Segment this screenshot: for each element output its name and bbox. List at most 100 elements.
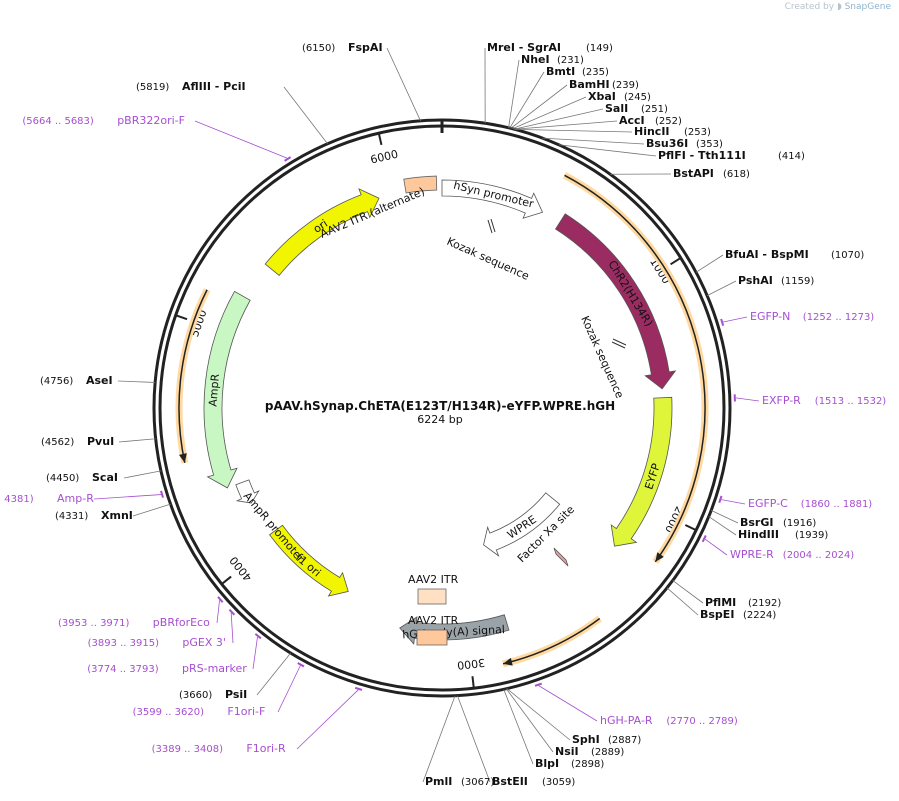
- primer-wpre-r: WPRE-R(2004 .. 2024): [701, 535, 855, 561]
- leader-line: [252, 636, 258, 670]
- enzyme-asei: AseI(4756): [40, 374, 156, 387]
- primer-name: pRS-marker: [182, 662, 247, 675]
- primer-position: (1513 .. 1532): [815, 396, 887, 407]
- enzyme-position: (1916): [783, 518, 816, 529]
- enzyme-bsu36i: Bsu36I(353): [542, 137, 723, 150]
- primer-exfp-r: EXFP-R(1513 .. 1532): [733, 394, 887, 407]
- feature-shape: [235, 479, 260, 504]
- primer-pbr322ori-f: pBR322ori-F(5664 .. 5683): [22, 114, 292, 162]
- enzyme-name: PsiI: [225, 688, 247, 701]
- primer-pgex-3: pGEX 3'(3893 .. 3915): [88, 608, 236, 649]
- enzyme-position: (2889): [591, 747, 624, 758]
- tick-label-3000: 3000: [456, 656, 485, 672]
- primer-position: (3389 .. 3408): [152, 744, 224, 755]
- feature-shape: [264, 188, 380, 276]
- enzyme-name: PflFI - Tth111I: [658, 149, 746, 162]
- primer-name: EGFP-C: [748, 497, 788, 510]
- feature-shape: [483, 492, 561, 557]
- primer-mark: [284, 156, 292, 162]
- enzyme-name: PvuI: [87, 435, 114, 448]
- enzyme-name: BstEII: [492, 775, 528, 788]
- primer-egfp-n: EGFP-N (1252 .. 1273): [720, 310, 875, 327]
- leader-line: [514, 120, 618, 130]
- leader-line: [512, 96, 587, 130]
- enzyme-name: PmlI: [425, 775, 452, 788]
- feature-shape: [203, 290, 251, 489]
- primer-mark: [217, 596, 224, 603]
- enzyme-name: BspEI: [700, 608, 734, 621]
- feature-ampr-promoter: [235, 479, 260, 504]
- enzyme-name: NsiI: [555, 745, 579, 758]
- enzyme-name: MreI - SgrAI: [487, 41, 561, 54]
- aav2-itr-box-2: AAV2 ITR: [408, 614, 459, 646]
- primer-position: (1860 .. 1881): [801, 499, 873, 510]
- leader-line: [538, 685, 598, 722]
- enzyme-name: PflMI: [705, 596, 736, 609]
- leader-line: [509, 71, 545, 129]
- feature-ampr: AmpR: [203, 290, 251, 489]
- leader-line: [283, 86, 328, 144]
- enzyme-name: XmnI: [101, 509, 133, 522]
- leader-line: [505, 688, 554, 753]
- snapgene-logo-icon: ◗: [836, 2, 842, 12]
- leader-line: [514, 128, 633, 133]
- feature-shape: [555, 213, 677, 390]
- leader-line: [723, 316, 748, 323]
- leader-line: [721, 499, 746, 505]
- feature-aav2-itr-alternate: [403, 175, 438, 194]
- enzyme-hincii: HincII(253): [514, 125, 711, 138]
- leader-line: [558, 144, 657, 157]
- credit-text: Created by: [784, 2, 835, 12]
- enzyme-position: (5819): [136, 82, 169, 93]
- enzyme-pvui: PvuI(4562): [41, 435, 156, 448]
- primer-pbrforeco: pBRforEco(3953 .. 3971): [58, 596, 224, 629]
- plasmid-size: 6224 bp: [417, 413, 462, 426]
- leader-line: [118, 438, 156, 443]
- feature-ori: ori: [264, 188, 380, 276]
- enzyme-bsrgi: BsrGI(1916): [711, 510, 816, 529]
- primer-name: Amp-R: [57, 492, 94, 505]
- primer-position: (1252 .. 1273): [803, 312, 875, 323]
- leader-line: [386, 47, 421, 121]
- tick-mark-1000: [670, 257, 681, 266]
- enzyme-position: (245): [624, 92, 651, 103]
- enzyme-position: (2192): [748, 598, 781, 609]
- primer-mark: [720, 318, 725, 327]
- enzyme-position: (253): [684, 127, 711, 138]
- leader-line: [230, 612, 234, 644]
- leader-line: [216, 600, 220, 624]
- enzyme-position: (235): [582, 67, 609, 78]
- enzyme-position: (3059): [542, 777, 575, 788]
- feature-label-ampr: AmpR: [206, 373, 222, 407]
- orf-arc-0: [564, 174, 706, 563]
- primer-amp-r: Amp-R(4362 .. 4381): [0, 490, 165, 505]
- leader-line: [735, 397, 760, 402]
- aav2-itr-label-2: AAV2 ITR: [408, 614, 459, 627]
- enzyme-position: (3660): [179, 690, 212, 701]
- enzyme-bfuai-bspmi: BfuAI - BspMI(1070): [695, 248, 864, 273]
- leader-line: [672, 580, 704, 604]
- orf-arrow-1: [503, 657, 513, 666]
- tick-mark-3000: [471, 676, 475, 688]
- primer-name: EGFP-N: [750, 310, 790, 323]
- enzyme-name: PshAI: [738, 274, 773, 287]
- primer-position: (3953 .. 3971): [58, 618, 130, 629]
- primer-mark: [354, 686, 363, 691]
- feature-hsyn-promoter: hSyn promoter: [441, 179, 544, 219]
- tick-label-6000: 6000: [369, 148, 399, 167]
- kozak-label-2: Kozak sequence: [578, 314, 626, 401]
- enzyme-position: (353): [696, 139, 723, 150]
- leader-line: [706, 280, 737, 296]
- leader-line: [695, 254, 724, 273]
- primer-mark: [718, 495, 723, 504]
- enzyme-afliii-pcii: AflIII - PciI(5819): [136, 80, 328, 144]
- primer-position: (2004 .. 2024): [783, 550, 855, 561]
- kozak-mark-1: Kozak sequence: [445, 218, 531, 283]
- ampr-promoter-label: AmpR promoter: [241, 490, 307, 566]
- tick-mark-4000: [221, 575, 232, 585]
- kozak-mark-2: Kozak sequence: [578, 314, 626, 401]
- enzyme-name: BamHI: [569, 78, 610, 91]
- enzyme-bamhi: BamHI(239): [510, 78, 639, 129]
- leader-line: [277, 665, 301, 713]
